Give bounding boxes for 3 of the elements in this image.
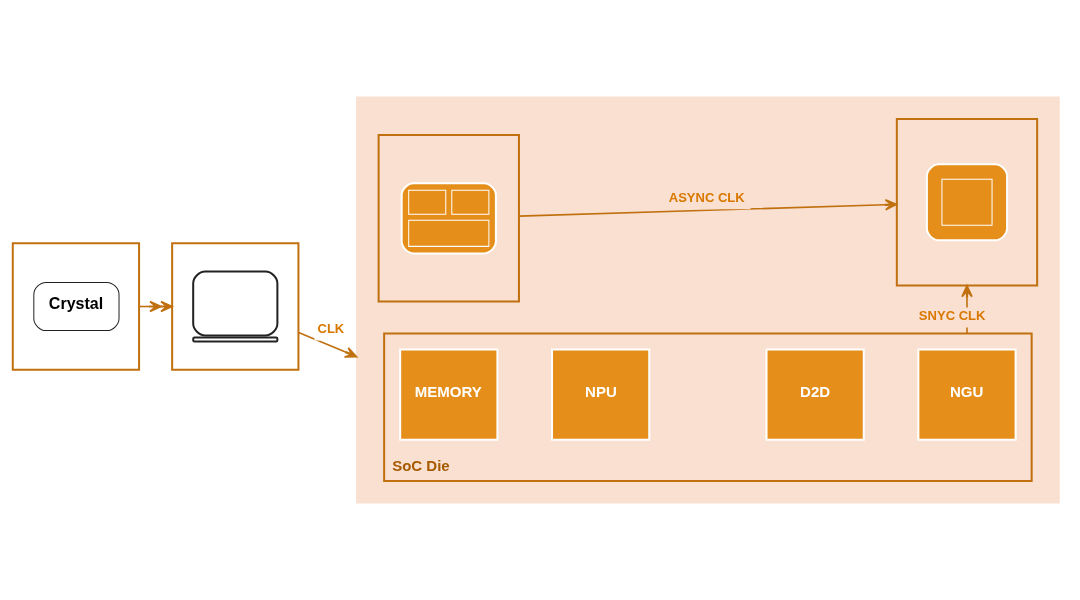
edge-label: ASYNC CLK — [668, 189, 745, 205]
edge-label: CLK — [317, 320, 345, 336]
edge-label: SNYC CLK — [918, 307, 986, 323]
